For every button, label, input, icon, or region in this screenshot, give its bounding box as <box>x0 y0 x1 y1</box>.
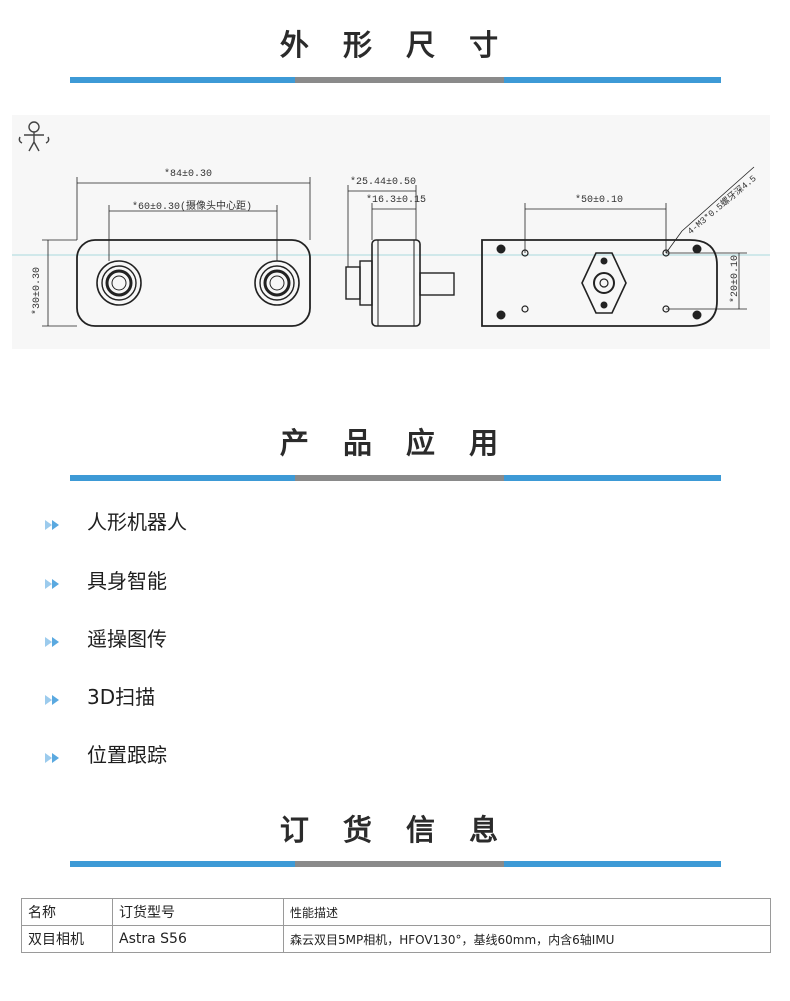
application-label: 3D扫描 <box>87 685 156 709</box>
table-row: 双目相机 Astra S56 森云双目5MP相机，HFOV130°，基线60mm… <box>21 925 771 953</box>
section-divider <box>70 77 721 83</box>
side-view <box>345 185 455 327</box>
section-title-ordering: 订 货 信 息 <box>279 813 511 847</box>
table-cell-description: 森云双目5MP相机，HFOV130°，基线60mm，内含6轴IMU <box>283 925 771 953</box>
double-arrow-icon <box>44 575 62 589</box>
double-arrow-icon <box>44 691 62 705</box>
application-label: 具身智能 <box>87 569 167 593</box>
list-item: 3D扫描 <box>44 682 155 712</box>
application-label: 人形机器人 <box>87 510 187 534</box>
dim-overall-width: *84±0.30 <box>164 169 213 180</box>
application-label: 遥操图传 <box>87 627 167 651</box>
person-icon <box>18 121 50 152</box>
section-divider <box>70 475 721 481</box>
dim-side-body-depth: *16.3±0.15 <box>366 195 427 206</box>
table-header-row: 名称 订货型号 性能描述 <box>21 898 771 926</box>
dim-baseline: *60±0.30(摄像头中心距) <box>132 202 253 213</box>
front-view <box>42 177 311 327</box>
dim-height: *30±0.30 <box>32 266 43 315</box>
order-table: 名称 订货型号 性能描述 双目相机 Astra S56 森云双目5MP相机，HF… <box>21 898 771 953</box>
list-item: 遥操图传 <box>44 624 167 654</box>
list-item: 人形机器人 <box>44 507 187 537</box>
table-cell-model: Astra S56 <box>112 925 284 953</box>
dim-side-depth: *25.44±0.50 <box>350 177 417 188</box>
list-item: 具身智能 <box>44 566 167 596</box>
table-header-cell: 订货型号 <box>112 898 284 926</box>
section-title-applications: 产 品 应 用 <box>279 426 511 460</box>
table-header-cell: 性能描述 <box>283 898 771 926</box>
section-title-dimensions: 外 形 尺 寸 <box>279 28 511 62</box>
technical-drawing <box>12 121 770 327</box>
back-view <box>481 166 755 327</box>
dim-hole-spacing-x: *50±0.10 <box>575 195 624 206</box>
double-arrow-icon <box>44 749 62 763</box>
table-cell-name: 双目相机 <box>21 925 113 953</box>
section-divider <box>70 861 721 867</box>
double-arrow-icon <box>44 516 62 530</box>
application-label: 位置跟踪 <box>87 743 167 767</box>
table-header-cell: 名称 <box>21 898 113 926</box>
list-item: 位置跟踪 <box>44 740 167 770</box>
dimension-drawing: *84±0.30 *60±0.30(摄像头中心距) *30±0.30 *25.4… <box>12 115 770 349</box>
dim-hole-spacing-y: *20±0.10 <box>730 254 741 303</box>
double-arrow-icon <box>44 633 62 647</box>
